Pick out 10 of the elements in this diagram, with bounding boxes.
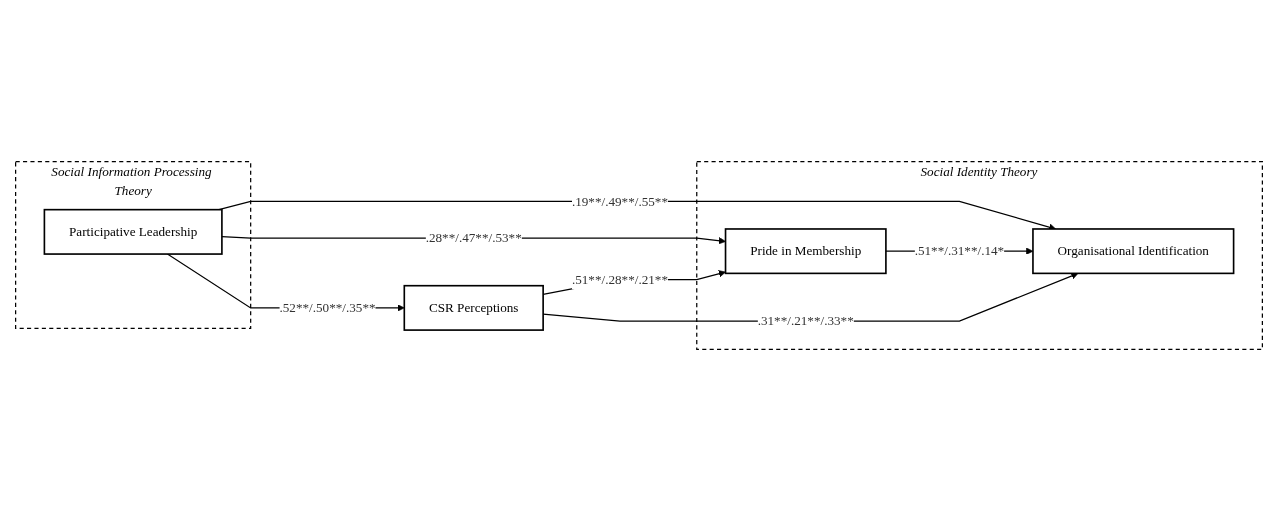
edge-label: .51**/.28**/.21** — [571, 272, 668, 287]
edge-label: .19**/.49**/.55** — [571, 194, 668, 209]
edge-label: .31**/.21**/.33** — [757, 313, 854, 328]
edge-label: .51**/.31**/.14* — [914, 243, 1004, 258]
node-box: Participative Leadership — [43, 208, 223, 255]
node-box: Organisational Identification — [1031, 228, 1234, 275]
node-box: CSR Perceptions — [403, 284, 544, 331]
node-box: Pride in Membership — [724, 228, 887, 275]
edge-label: .28**/.47**/.53** — [425, 230, 522, 245]
edge-label: .52**/.50**/.35** — [278, 300, 376, 315]
